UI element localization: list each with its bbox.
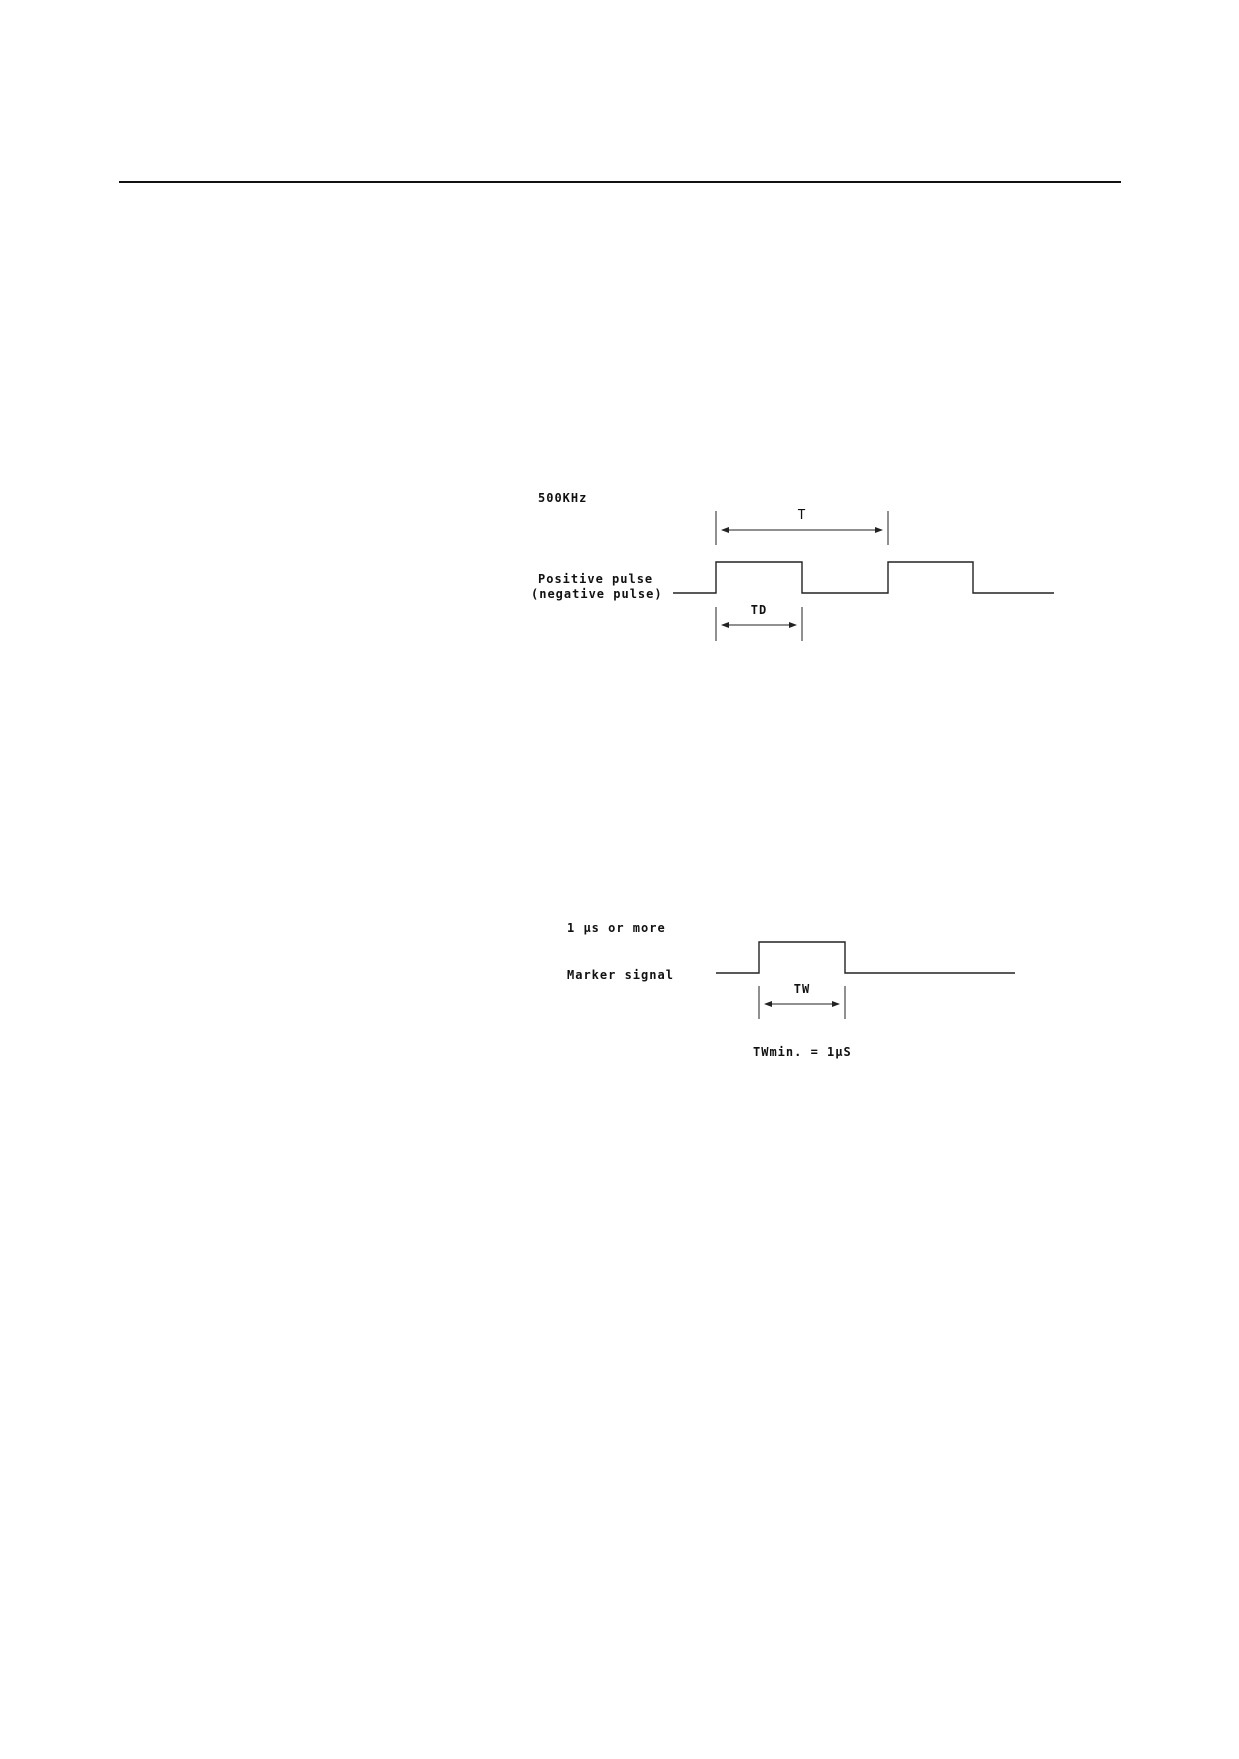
duration-label: TD <box>751 603 767 617</box>
width-note: 1 μs or more <box>567 921 666 935</box>
marker-waveform <box>716 941 1015 974</box>
min-width-label: TWmin. = 1μS <box>753 1045 852 1059</box>
marker-signal-diagram: 1 μs or more Marker signal TW TWmin. = 1… <box>567 921 1015 1059</box>
frequency-label: 500KHz <box>538 491 587 505</box>
clock-waveform <box>673 561 1054 594</box>
clock-pulse-diagram: 500KHz T Positive pulse (negative pulse)… <box>531 491 1054 641</box>
period-label: T <box>798 508 807 523</box>
pulse-label-line2: (negative pulse) <box>531 587 663 601</box>
pulse-label-line1: Positive pulse <box>538 572 653 586</box>
width-label: TW <box>794 982 810 996</box>
signal-label: Marker signal <box>567 968 674 982</box>
